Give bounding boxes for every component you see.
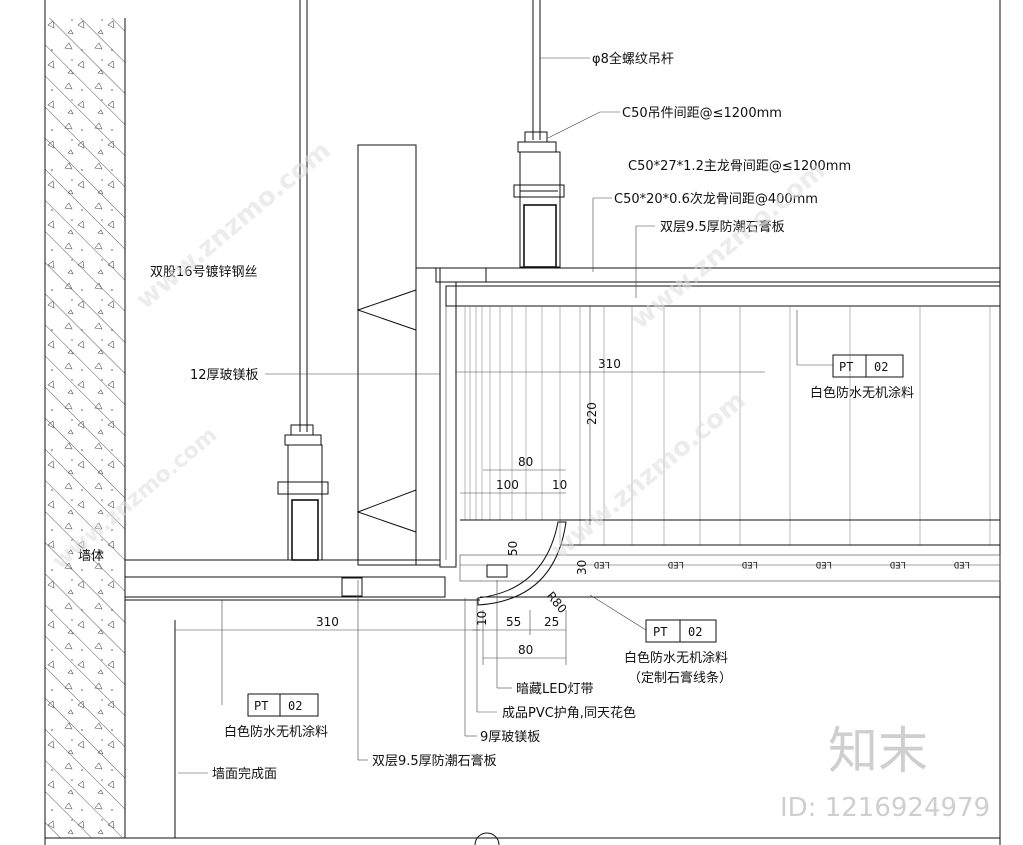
led-label: LED bbox=[668, 559, 684, 569]
dimension-lines bbox=[175, 306, 765, 665]
watermark-logo: 知末 bbox=[828, 722, 928, 780]
label-double-gypsum-bottom: 双层9.5厚防潮石膏板 bbox=[372, 753, 497, 769]
dim-80-bottom: 80 bbox=[518, 643, 533, 657]
led-label: LED bbox=[890, 559, 906, 569]
label-rod: φ8全螺纹吊杆 bbox=[592, 51, 674, 67]
led-label: LED bbox=[742, 559, 758, 569]
material-tag-3: PT 02 bbox=[247, 693, 319, 717]
dim-10: 10 bbox=[552, 478, 567, 492]
label-white-paint-3: 白色防水无机涂料 bbox=[224, 724, 328, 740]
watermark-url: www.znzmo.com bbox=[545, 385, 751, 565]
material-tag-1: PT 02 bbox=[832, 354, 904, 378]
upper-hanger-bracket bbox=[513, 131, 565, 268]
label-sub-keel: C50*20*0.6次龙骨间距@400mm bbox=[614, 191, 818, 207]
lower-hanger-bracket bbox=[277, 424, 329, 561]
tag-code: PT bbox=[839, 360, 853, 374]
material-tag-2: PT 02 bbox=[645, 619, 717, 643]
dim-50: 50 bbox=[506, 541, 520, 556]
dim-80-top: 80 bbox=[518, 455, 533, 469]
wall-section bbox=[45, 18, 126, 838]
hanger-rods bbox=[299, 0, 541, 432]
label-mgo-9: 9厚玻镁板 bbox=[480, 730, 540, 745]
watermark-url: www.znzmo.com bbox=[130, 135, 336, 315]
label-led-strip: 暗藏LED灯带 bbox=[516, 682, 593, 697]
tag-num: 02 bbox=[288, 699, 302, 713]
dim-310-bottom: 310 bbox=[316, 615, 339, 629]
custom-gypsum-curve bbox=[341, 521, 567, 606]
label-custom-line: （定制石膏线条） bbox=[628, 670, 732, 686]
dim-25: 25 bbox=[544, 615, 559, 629]
vertical-panel-assembly bbox=[356, 144, 487, 568]
dim-310-top: 310 bbox=[598, 357, 621, 371]
led-label: LED bbox=[816, 559, 832, 569]
label-white-paint-1: 白色防水无机涂料 bbox=[810, 385, 914, 401]
dim-100: 100 bbox=[496, 478, 519, 492]
label-white-paint-2: 白色防水无机涂料 bbox=[624, 650, 728, 666]
label-mgo-12: 12厚玻镁板 bbox=[190, 368, 259, 383]
leader-lines bbox=[178, 57, 833, 774]
watermark-id: ID: 1216924979 bbox=[780, 793, 990, 823]
led-strip-labels: LED LED LED LED LED LED bbox=[594, 559, 970, 569]
label-double-gypsum-top: 双层9.5厚防潮石膏板 bbox=[660, 219, 785, 235]
tag-num: 02 bbox=[688, 625, 702, 639]
tag-code: PT bbox=[653, 625, 667, 639]
label-steel-wire: 双股16号镀锌钢丝 bbox=[150, 264, 258, 280]
label-wall-finish: 墙面完成面 bbox=[212, 767, 277, 782]
cove-interior-lines bbox=[464, 306, 991, 545]
label-wall: 墙体 bbox=[78, 549, 104, 564]
dim-220: 220 bbox=[585, 402, 599, 425]
title-marker bbox=[474, 832, 500, 845]
dim-55: 55 bbox=[506, 615, 521, 629]
lower-ceiling-boards bbox=[124, 519, 1001, 601]
dim-30: 30 bbox=[575, 560, 589, 575]
dim-10-bottom: 10 bbox=[475, 611, 489, 626]
label-main-keel: C50*27*1.2主龙骨间距@≤1200mm bbox=[628, 159, 851, 174]
label-pvc-corner: 成品PVC护角,同天花色 bbox=[502, 705, 636, 721]
watermark-url: www.znzmo.com bbox=[625, 155, 831, 335]
led-label: LED bbox=[954, 559, 970, 569]
tag-num: 02 bbox=[874, 360, 888, 374]
led-label: LED bbox=[594, 559, 610, 569]
tag-code: PT bbox=[254, 699, 268, 713]
label-hanger-spacing: C50吊件间距@≤1200mm bbox=[622, 106, 782, 121]
upper-ceiling-boards bbox=[440, 267, 1001, 307]
